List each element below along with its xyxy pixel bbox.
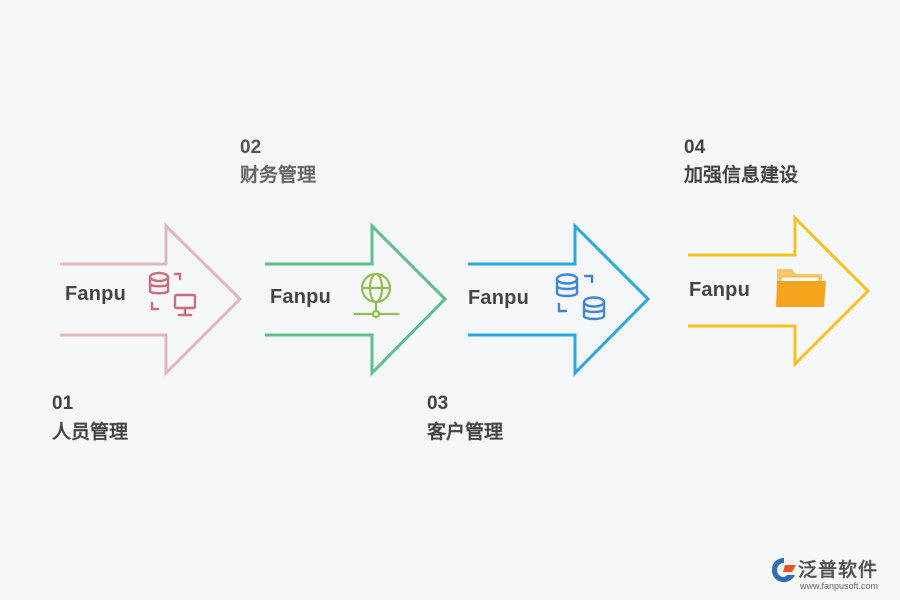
step-1-brand: Fanpu [65,283,126,305]
step-4-brand: Fanpu [689,279,750,301]
step-4-number: 04 [684,137,706,158]
logo-name: 泛普软件 [798,559,879,581]
step-1-number: 01 [52,393,74,414]
step-2-title: 财务管理 [240,164,317,186]
globe-network-icon [353,272,400,319]
step-2-brand: Fanpu [270,286,331,308]
step-3-title: 客户管理 [427,421,504,443]
step-4-title: 加强信息建设 [684,164,799,186]
database-computer-icon [148,271,197,317]
logo-url: www.fanpusoft.com [800,581,879,591]
step-3-brand: Fanpu [468,287,529,309]
database-sync-icon [555,273,606,321]
logo-mark-icon [772,558,796,582]
step-3-number: 03 [427,393,449,414]
folder-icon [776,269,826,307]
step-1-title: 人员管理 [52,421,129,443]
brand-logo: 泛普软件 www.fanpusoft.com [770,555,895,595]
step-2-number: 02 [240,137,262,158]
